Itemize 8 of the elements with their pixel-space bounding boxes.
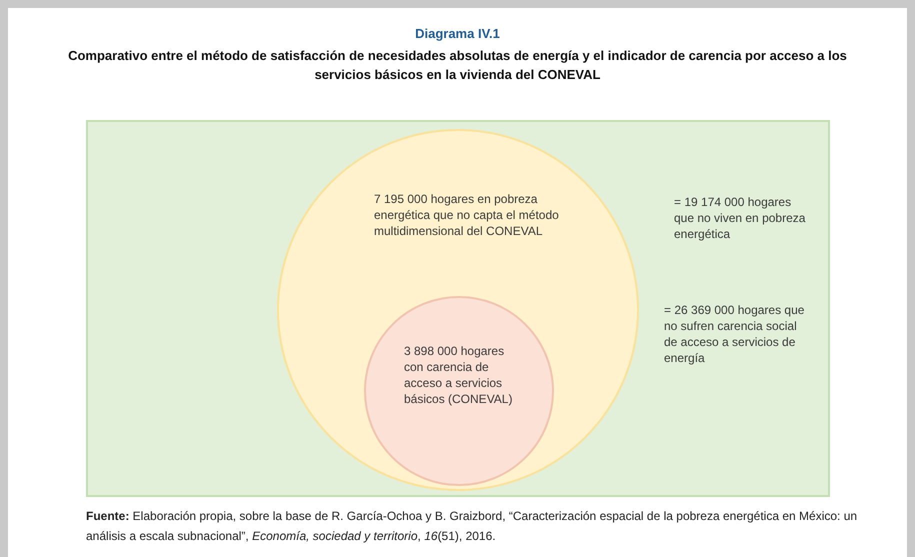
region-label: 3 898 000 hogares con carencia de acceso a servicios básicos (CONEVAL) xyxy=(404,343,514,407)
source-note: Fuente: Elaboración propia, sobre la base de R. García-Ochoa y B. Graizbord, “Caracterización espacial de la pobreza energética en México: un análisis a escala subnacional”, Economía, sociedad y territorio, 16(51), 2016. xyxy=(86,508,858,545)
diagram-subtitle: Comparativo entre el método de satisfacción de necesidades absolutas de energía y el indicador de carencia por acceso a los servicios básicos en la vivienda del CONEVAL xyxy=(67,47,848,84)
region-label: = 26 369 000 hogares que no sufren carencia social de acceso a servicios de energía xyxy=(664,302,806,366)
region-box xyxy=(86,120,830,497)
diagram-title: Diagrama IV.1 xyxy=(414,26,501,41)
region-label: 7 195 000 hogares en pobreza energética que no capta el método multidimensional del CONEVAL xyxy=(374,191,559,239)
region-label: = 19 174 000 hogares que no viven en pobreza energética xyxy=(674,194,806,242)
